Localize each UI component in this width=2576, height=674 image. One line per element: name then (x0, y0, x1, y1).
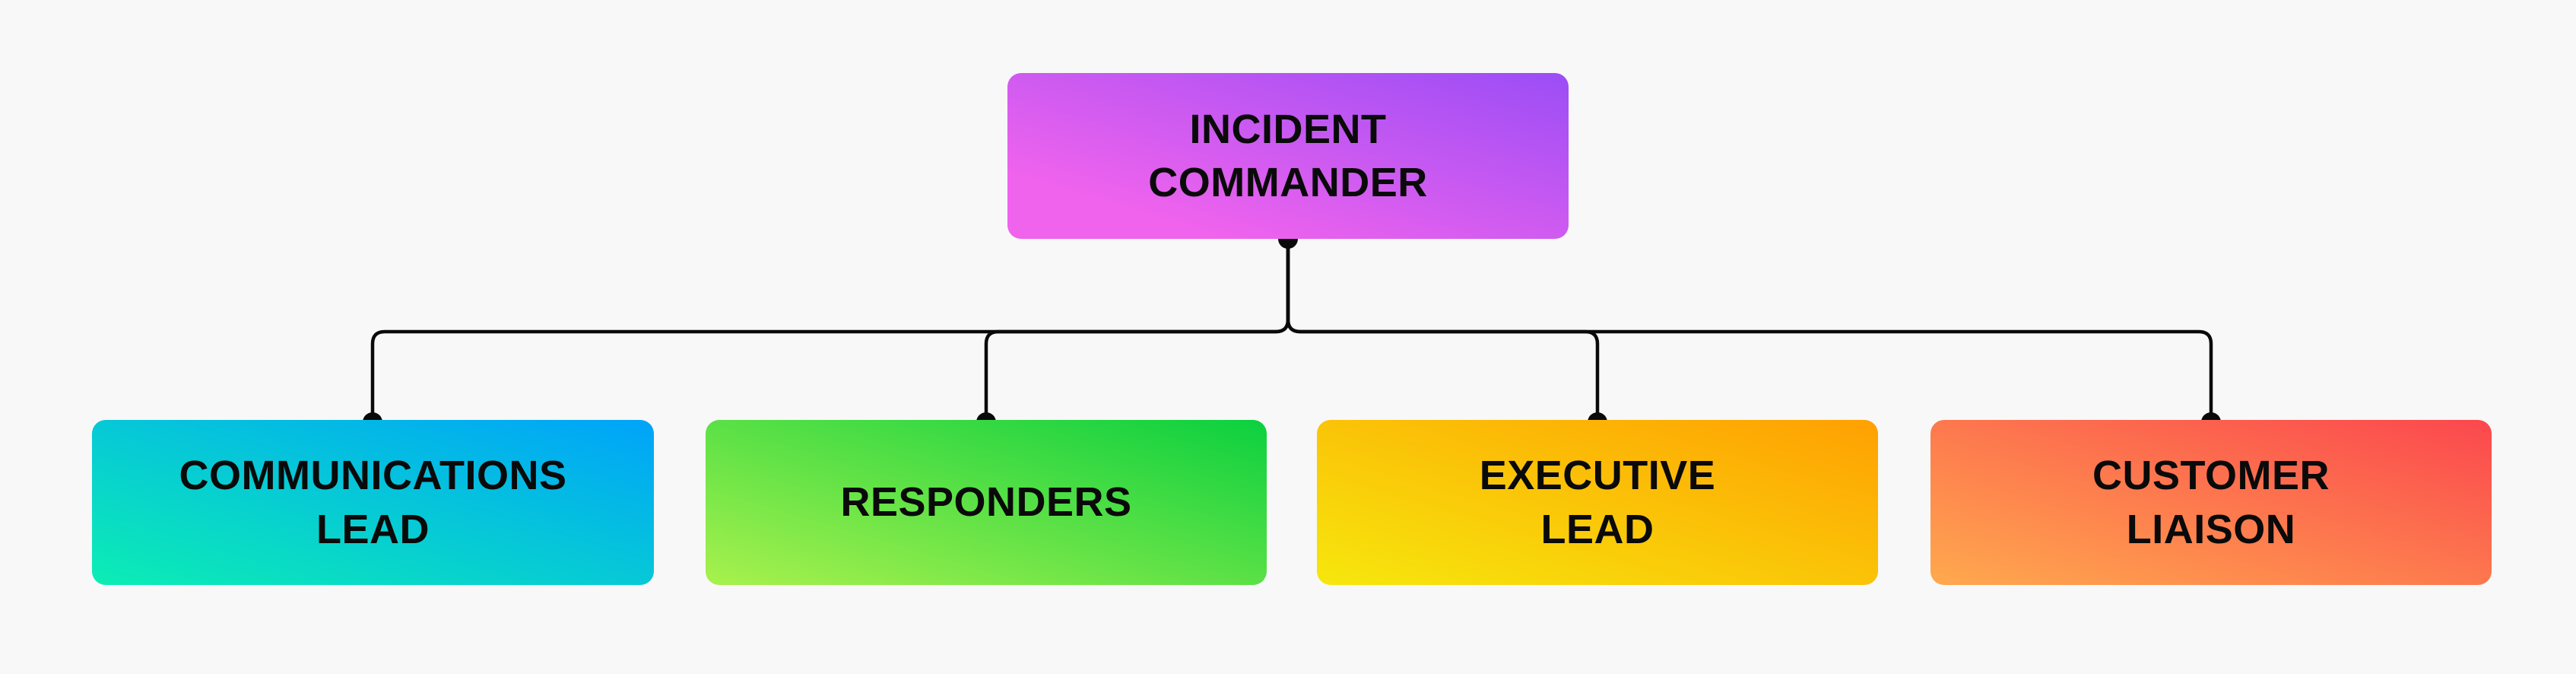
edge-incident-to-responders (984, 237, 1290, 424)
node-responders[interactable]: RESPONDERS (706, 420, 1267, 585)
node-communications-lead[interactable]: COMMUNICATIONS LEAD (92, 420, 654, 585)
node-executive-lead[interactable]: EXECUTIVE LEAD (1317, 420, 1878, 585)
edge-incident-to-customer (1286, 237, 2213, 424)
node-customer-liaison-label: CUSTOMER LIAISON (2092, 453, 2330, 552)
node-incident-commander-label: INCIDENT COMMANDER (1148, 106, 1428, 205)
node-responders-label: RESPONDERS (840, 479, 1132, 526)
node-customer-liaison[interactable]: CUSTOMER LIAISON (1930, 420, 2492, 585)
node-incident-commander[interactable]: INCIDENT COMMANDER (1007, 73, 1569, 239)
node-executive-lead-label: EXECUTIVE LEAD (1479, 453, 1716, 552)
node-communications-lead-label: COMMUNICATIONS LEAD (179, 453, 567, 552)
